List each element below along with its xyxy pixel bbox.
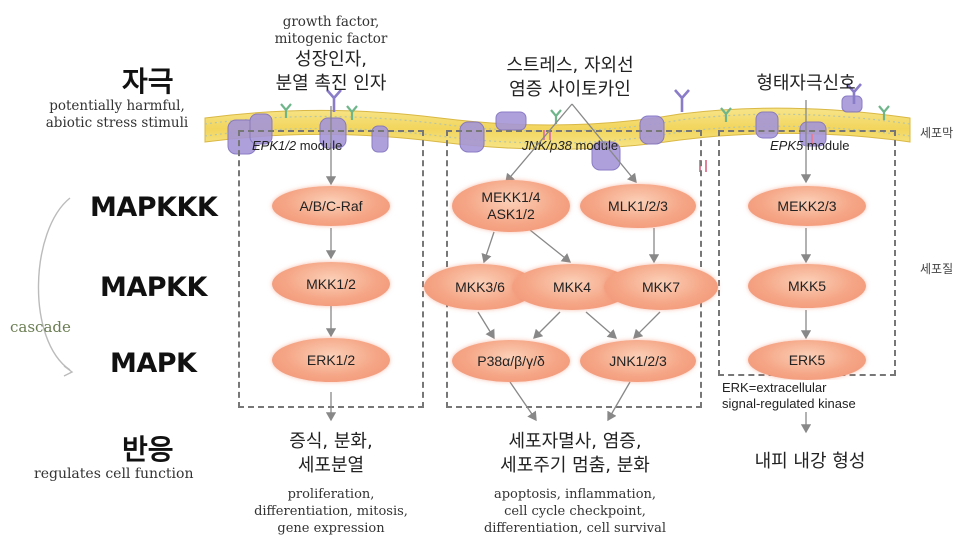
jnk-output-ko-2: 세포주기 멈춤, 분화 [500, 455, 650, 476]
erk-input-ko-1: 성장인자, [295, 49, 367, 70]
node-mekk-ask: MEKK1/4 ASK1/2 [452, 180, 570, 232]
arrow [481, 231, 495, 264]
jnk-output-ko-1: 세포자멸사, 염증, [508, 431, 642, 452]
jnk-input-ko-2: 염증 사이토카인 [509, 79, 631, 100]
jnk-output-en-3: differentiation, cell survival [483, 521, 667, 536]
erk-module-label: EPK1/2 module [252, 138, 342, 153]
membrane-label: 세포막 [920, 126, 954, 140]
arrow [505, 103, 573, 183]
response-description: regulates cell function [34, 466, 194, 482]
node-jnk: JNK1/2/3 [580, 340, 696, 382]
node-mkk7: MKK7 [604, 264, 718, 310]
erk-input-en-1: growth factor, [282, 14, 380, 30]
arrow [633, 311, 661, 339]
jnk-output: 세포자멸사, 염증, 세포주기 멈춤, 분화 apoptosis, inflam… [460, 430, 690, 537]
membrane-protein [249, 113, 273, 145]
cytoplasm-label: 세포질 [920, 262, 954, 276]
node-mekk1-4: MEKK1/4 [481, 189, 541, 205]
erk-module-suffix: module [296, 138, 343, 153]
erk5-module-suffix: module [803, 138, 850, 153]
tier-label-mapkkk: MAPKKK [90, 192, 218, 223]
node-erk5: ERK5 [748, 340, 866, 380]
erk-definition-line-2: signal-regulated kinase [722, 396, 856, 411]
membrane-protein [591, 141, 621, 171]
node-mekk2-3: MEKK2/3 [748, 186, 866, 226]
arrow [585, 311, 617, 339]
node-erk1-2: ERK1/2 [272, 338, 390, 382]
erk5-input: 형태자극신호 [756, 73, 856, 94]
erk-output-en-3: gene expression [277, 521, 385, 536]
erk-input: growth factor, mitogenic factor 성장인자, 분열… [236, 14, 426, 96]
arrow [571, 103, 637, 184]
erk-input-ko-2: 분열 촉진 인자 [275, 73, 387, 94]
membrane-protein [319, 117, 347, 149]
cascade-label: cascade [10, 318, 71, 336]
arrow [607, 381, 631, 422]
node-mkk1-2: MKK1/2 [272, 262, 390, 306]
tier-label-mapkk: MAPKK [100, 272, 207, 303]
arrow [477, 311, 495, 340]
arrow [509, 381, 537, 422]
node-mlk: MLK1/2/3 [580, 184, 696, 228]
erk-module-name: EPK1/2 [252, 138, 297, 153]
node-mkk5: MKK5 [748, 264, 866, 308]
stimulus-description-text: potentially harmful, abiotic stress stim… [45, 98, 189, 131]
stimulus-description: potentially harmful, abiotic stress stim… [36, 98, 198, 132]
jnk-output-en-2: cell cycle checkpoint, [504, 504, 646, 519]
arrow [533, 311, 561, 339]
erk-definition-note: ERK=extracellular signal-regulated kinas… [722, 380, 856, 412]
response-title: 반응 [122, 433, 174, 466]
membrane-protein [841, 95, 863, 113]
cascade-arrow [37, 197, 74, 377]
erk-input-en-2: mitogenic factor [274, 31, 388, 47]
arrow [529, 229, 572, 263]
membrane-protein [371, 125, 389, 153]
erk-output: 증식, 분화, 세포분열 proliferation, differentiat… [236, 430, 426, 537]
node-raf: A/B/C-Raf [272, 186, 390, 226]
jnk-module-suffix: module [571, 138, 619, 153]
stimulus-title: 자극 [122, 65, 174, 98]
erk5-module-label: EPK5 module [770, 138, 850, 153]
erk5-module-name: EPK5 [770, 138, 804, 153]
erk-definition-line-1: ERK=extracellular [722, 380, 827, 395]
jnk-output-en-1: apoptosis, inflammation, [493, 487, 657, 502]
membrane-protein [459, 121, 485, 153]
erk-output-ko-1: 증식, 분화, [289, 431, 373, 452]
erk-output-en-2: differentiation, mitosis, [254, 504, 408, 519]
tier-label-mapk: MAPK [110, 348, 197, 379]
jnk-input-ko-1: 스트레스, 자외선 [506, 55, 634, 76]
erk-output-en-1: proliferation, [287, 487, 375, 502]
erk-output-ko-2: 세포분열 [297, 455, 365, 476]
jnk-input: 스트레스, 자외선 염증 사이토카인 [470, 54, 670, 102]
erk5-output: 내피 내강 형성 [754, 451, 866, 472]
node-ask1-2: ASK1/2 [487, 206, 535, 222]
node-p38: P38α/β/γ/δ [452, 340, 570, 382]
